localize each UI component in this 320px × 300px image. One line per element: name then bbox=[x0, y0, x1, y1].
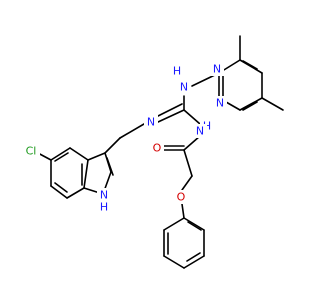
pyrimidine-n-top-label: N bbox=[213, 63, 221, 76]
amide-phenoxy bbox=[159, 135, 205, 269]
carbonyl-o-label: O bbox=[153, 142, 162, 155]
imine-n-label: N bbox=[147, 116, 155, 129]
indole-n-label: N bbox=[100, 189, 108, 202]
pyrimidine-n-bottom-label: N bbox=[216, 97, 224, 110]
pyrimidine-ring bbox=[218, 35, 284, 111]
indole-system bbox=[35, 147, 114, 199]
indole-h-label: H bbox=[100, 201, 108, 214]
amide-n-label: N bbox=[196, 125, 204, 138]
amine-n-label: N bbox=[180, 81, 188, 94]
amine-h-label: H bbox=[173, 65, 181, 78]
atom-labels: N N H N N H N Cl O O N H bbox=[22, 62, 227, 214]
ether-o-label: O bbox=[177, 191, 186, 204]
ethyl-linker bbox=[104, 123, 145, 154]
chloro-label: Cl bbox=[26, 145, 37, 158]
molecule-structure: N N H N N H N Cl O O N H bbox=[22, 35, 284, 269]
